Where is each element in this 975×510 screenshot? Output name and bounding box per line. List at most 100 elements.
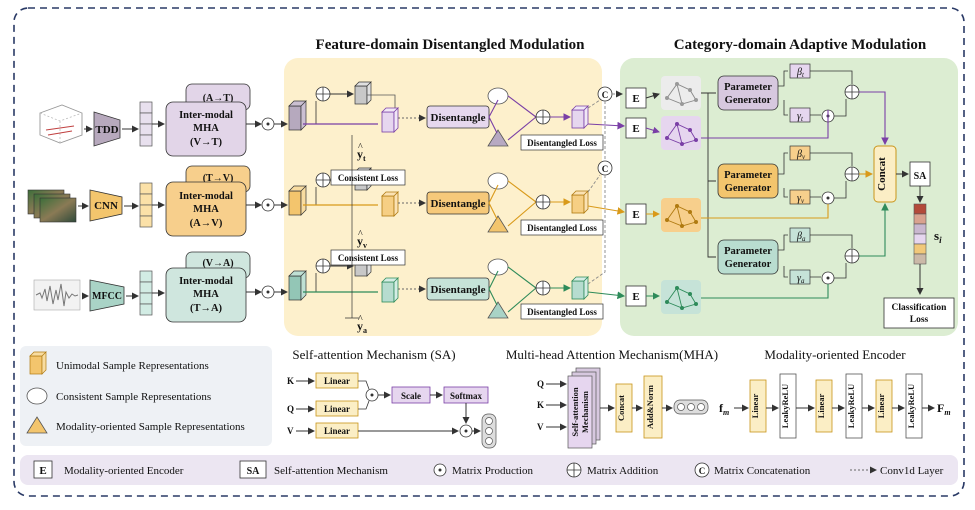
beta-v-box: βv xyxy=(789,145,811,161)
legend-panel xyxy=(20,346,272,446)
svg-text:Inter-modal: Inter-modal xyxy=(179,191,233,202)
bl-sa-text: Self-attention Mechanism xyxy=(274,465,388,477)
product-nodes xyxy=(261,117,275,299)
out-cube-audio xyxy=(571,276,589,300)
svg-text:MFCC: MFCC xyxy=(92,291,122,302)
disentangle-box-text: Disentangle xyxy=(426,105,490,129)
encoder-box-consistent: E xyxy=(625,87,647,109)
enc-linear-1: Linear xyxy=(749,379,767,433)
beta-t-box: βt xyxy=(789,63,811,79)
svg-text:SA: SA xyxy=(914,171,928,182)
cnn-block: CNN xyxy=(89,189,123,222)
sa-block: SA xyxy=(909,161,931,187)
svg-text:(T→A): (T→A) xyxy=(190,303,223,314)
category-domain-region xyxy=(620,58,958,336)
svg-text:MHA: MHA xyxy=(193,123,219,134)
f-out-label: Fm xyxy=(937,401,951,417)
out-cube-video xyxy=(571,190,589,214)
enc-leaky-1: LeakyReLU xyxy=(779,373,797,439)
bl-sa-box: SA xyxy=(239,460,267,479)
svg-text:Parameter: Parameter xyxy=(724,82,772,93)
svg-text:E: E xyxy=(39,465,46,477)
mha-block-video: (T→V) Inter-modal MHA (A→V) xyxy=(165,165,251,237)
unimodal-audio-cube xyxy=(381,277,399,303)
svg-text:^: ^ xyxy=(358,314,363,325)
enc-linear-3: Linear xyxy=(875,379,893,433)
classification-loss-box: Classification Loss xyxy=(883,297,955,329)
mfcc-block: MFCC xyxy=(89,279,125,312)
svg-text:SA: SA xyxy=(247,466,261,477)
beta-a-box: βa xyxy=(789,227,811,243)
svg-text:Self-attention: Self-attention xyxy=(570,387,580,436)
sa-linear-k: Linear xyxy=(315,372,359,389)
concat-nodes xyxy=(597,86,613,176)
text-input-icon xyxy=(39,104,83,144)
svg-text:Loss: Loss xyxy=(910,315,929,325)
svg-text:^: ^ xyxy=(358,142,363,153)
svg-text:V: V xyxy=(537,422,544,432)
unimodal-video-cube xyxy=(381,191,399,217)
cube-gray-top xyxy=(354,81,372,105)
consistent-ellipses xyxy=(487,87,509,276)
disentangle-box-audio: Disentangle xyxy=(426,277,490,301)
svg-text:E: E xyxy=(632,123,639,135)
encoder-box-audio: E xyxy=(625,285,647,307)
svg-text:Classification: Classification xyxy=(892,303,948,313)
enc-leaky-2: LeakyReLU xyxy=(845,373,863,439)
svg-text:βt: βt xyxy=(796,67,805,79)
encoder-panel-title: Modality-oriented Encoder xyxy=(764,347,906,362)
svg-text:V: V xyxy=(287,426,294,436)
legend-unimodal: Unimodal Sample Representations xyxy=(56,360,209,372)
graph-consistent xyxy=(661,76,701,110)
concat-block: Concat xyxy=(873,145,897,203)
svg-text:^: ^ xyxy=(358,229,363,240)
consistent-loss-box-2: Consistent Loss xyxy=(330,249,406,266)
svg-text:C: C xyxy=(699,466,706,476)
svg-text:Disentangled Loss: Disentangled Loss xyxy=(527,138,597,148)
disentangled-loss-box-2: Disentangled Loss xyxy=(520,219,604,236)
svg-text:E: E xyxy=(632,209,639,221)
sa-panel-title: Self-attention Mechanism (SA) xyxy=(292,347,455,362)
audio-token-stack xyxy=(139,270,153,316)
svg-text:Parameter: Parameter xyxy=(724,170,772,181)
legend-ellipse-icon xyxy=(26,387,48,405)
cube-video-1 xyxy=(288,185,307,216)
out-cube-text xyxy=(571,105,589,129)
svg-text:Disentangled Loss: Disentangled Loss xyxy=(527,223,597,233)
svg-text:E: E xyxy=(632,291,639,303)
disentangle-box-video: Disentangle xyxy=(426,191,490,215)
enc-leaky-3: LeakyReLU xyxy=(905,373,923,439)
svg-text:Scale: Scale xyxy=(401,391,421,401)
svg-text:βa: βa xyxy=(796,231,806,243)
svg-text:Q: Q xyxy=(537,379,544,389)
video-input-icon xyxy=(27,189,77,223)
mha-block-text: (A→T) Inter-modal MHA (V→T) xyxy=(165,83,251,157)
svg-text:(T→V): (T→V) xyxy=(203,173,234,184)
encoder-box-video: E xyxy=(625,203,647,225)
bl-matrix-prod: Matrix Production xyxy=(452,465,533,477)
svg-text:Linear: Linear xyxy=(324,404,350,414)
svg-text:C: C xyxy=(602,164,609,174)
sa-softmax: Softmax xyxy=(443,386,489,404)
svg-text:Linear: Linear xyxy=(816,394,826,419)
svg-text:LeakyReLU: LeakyReLU xyxy=(846,384,856,428)
svg-text:(V→T): (V→T) xyxy=(190,137,223,148)
graph-audio xyxy=(661,280,701,314)
text-token-stack xyxy=(139,101,153,147)
mha-sa-stack: Self-attention Mechanism xyxy=(567,367,601,449)
svg-text:Linear: Linear xyxy=(876,394,886,419)
svg-text:(V→A): (V→A) xyxy=(202,258,233,269)
svg-text:Inter-modal: Inter-modal xyxy=(179,276,233,287)
enc-linear-2: Linear xyxy=(815,379,833,433)
svg-text:Disentangled Loss: Disentangled Loss xyxy=(527,307,597,317)
f-in-label: fm xyxy=(719,401,729,417)
param-gen-audio: Parameter Generator xyxy=(717,239,779,275)
legend-consistent: Consistent Sample Representations xyxy=(56,391,211,403)
mha-concat: Concat xyxy=(615,383,633,433)
feature-domain-title: Feature-domain Disentangled Modulation xyxy=(316,37,586,53)
y-hat-a: ya xyxy=(357,319,367,335)
cube-audio-1 xyxy=(288,270,307,301)
svg-text:Disentangle: Disentangle xyxy=(431,198,486,210)
svg-text:Softmax: Softmax xyxy=(450,391,482,401)
